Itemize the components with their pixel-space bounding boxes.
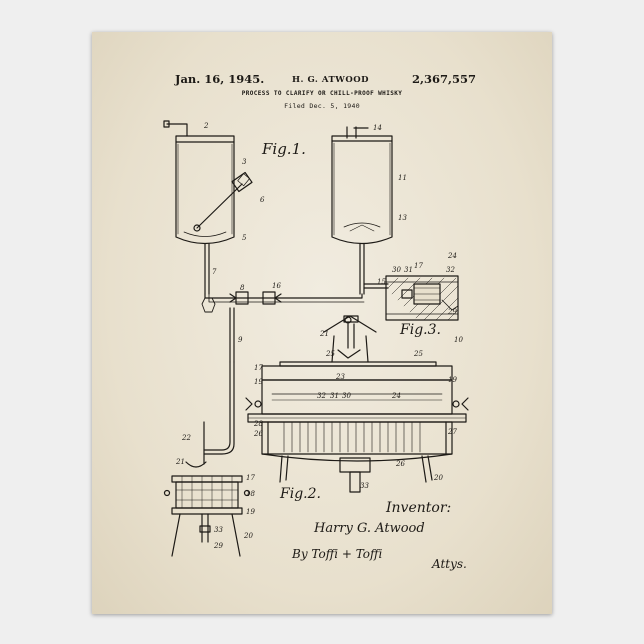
numeral: 19 — [246, 508, 255, 516]
numeral: 13 — [398, 214, 407, 222]
numeral: 30 — [342, 392, 351, 400]
numeral: 32 — [446, 266, 455, 274]
numeral: 25 — [325, 350, 335, 358]
numeral: 7 — [212, 268, 217, 276]
numeral: 26 — [253, 430, 263, 438]
numeral: 28 — [253, 420, 263, 428]
numeral: 24 — [447, 252, 457, 260]
patent-drawing: 2 3 6 5 7 8 16 9 14 11 13 15 17 24 30 31… — [163, 120, 469, 571]
numeral: 32 — [317, 392, 326, 400]
numeral: 17 — [254, 364, 263, 372]
numeral: 21 — [319, 330, 329, 338]
numeral: 29 — [213, 542, 223, 550]
inventor-signature: Harry G. Atwood — [313, 521, 425, 536]
numeral: 11 — [398, 174, 407, 182]
right-tank — [331, 126, 393, 295]
numeral: 18 — [246, 490, 255, 498]
numeral: 27 — [447, 428, 457, 436]
numeral: 22 — [181, 434, 191, 442]
figure-3-detail — [385, 275, 459, 321]
numeral: 25 — [413, 350, 423, 358]
numeral: 10 — [454, 336, 463, 344]
attys-label: Attys. — [431, 557, 467, 571]
reference-numerals: 2 3 6 5 7 8 16 9 14 11 13 15 17 24 30 31… — [175, 122, 463, 550]
figure-2-filter — [245, 315, 469, 493]
piping — [201, 283, 389, 455]
numeral: 33 — [360, 482, 369, 490]
numeral: 17 — [414, 262, 423, 270]
numeral: 20 — [243, 532, 253, 540]
patent-title: PROCESS TO CLARIFY OR CHILL-PROOF WHISKY — [241, 90, 403, 97]
numeral: 20 — [433, 474, 443, 482]
patent-filed-date: Filed Dec. 5, 1940 — [284, 102, 360, 110]
numeral: 5 — [242, 234, 247, 242]
numeral: 6 — [260, 196, 265, 204]
patent-number: 2,367,557 — [412, 72, 477, 86]
numeral: 14 — [373, 124, 382, 132]
numeral: 17 — [246, 474, 255, 482]
patent-inventor-header: H. G. ATWOOD — [292, 75, 370, 85]
numeral: 31 — [330, 392, 339, 400]
numeral: 8 — [240, 284, 245, 292]
left-tank — [163, 120, 253, 295]
numeral: 3 — [242, 158, 247, 166]
numeral: 9 — [238, 336, 243, 344]
numeral: 31 — [404, 266, 413, 274]
numeral: 30 — [392, 266, 401, 274]
numeral: 16 — [272, 282, 281, 290]
inventor-label: Inventor: — [385, 500, 451, 516]
numeral: 19 — [254, 378, 263, 386]
numeral: 19 — [448, 376, 457, 384]
small-filter — [163, 421, 251, 557]
figure-3-label: Fig.3. — [399, 322, 441, 338]
numeral: 23 — [335, 373, 345, 381]
numeral: 21 — [175, 458, 185, 466]
numeral: 29 — [447, 308, 457, 316]
figure-2-label: Fig.2. — [279, 486, 321, 502]
patent-date: Jan. 16, 1945. — [175, 72, 265, 86]
patent-poster: Jan. 16, 1945. H. G. ATWOOD 2,367,557 PR… — [92, 32, 552, 614]
numeral: 24 — [391, 392, 401, 400]
attorneys-signature: By Toffi + Toffi — [291, 547, 383, 561]
numeral: 2 — [203, 122, 209, 130]
numeral: 26 — [395, 460, 405, 468]
numeral: 33 — [214, 526, 223, 534]
numeral: 15 — [377, 278, 386, 286]
figure-1-label: Fig.1. — [261, 140, 306, 158]
